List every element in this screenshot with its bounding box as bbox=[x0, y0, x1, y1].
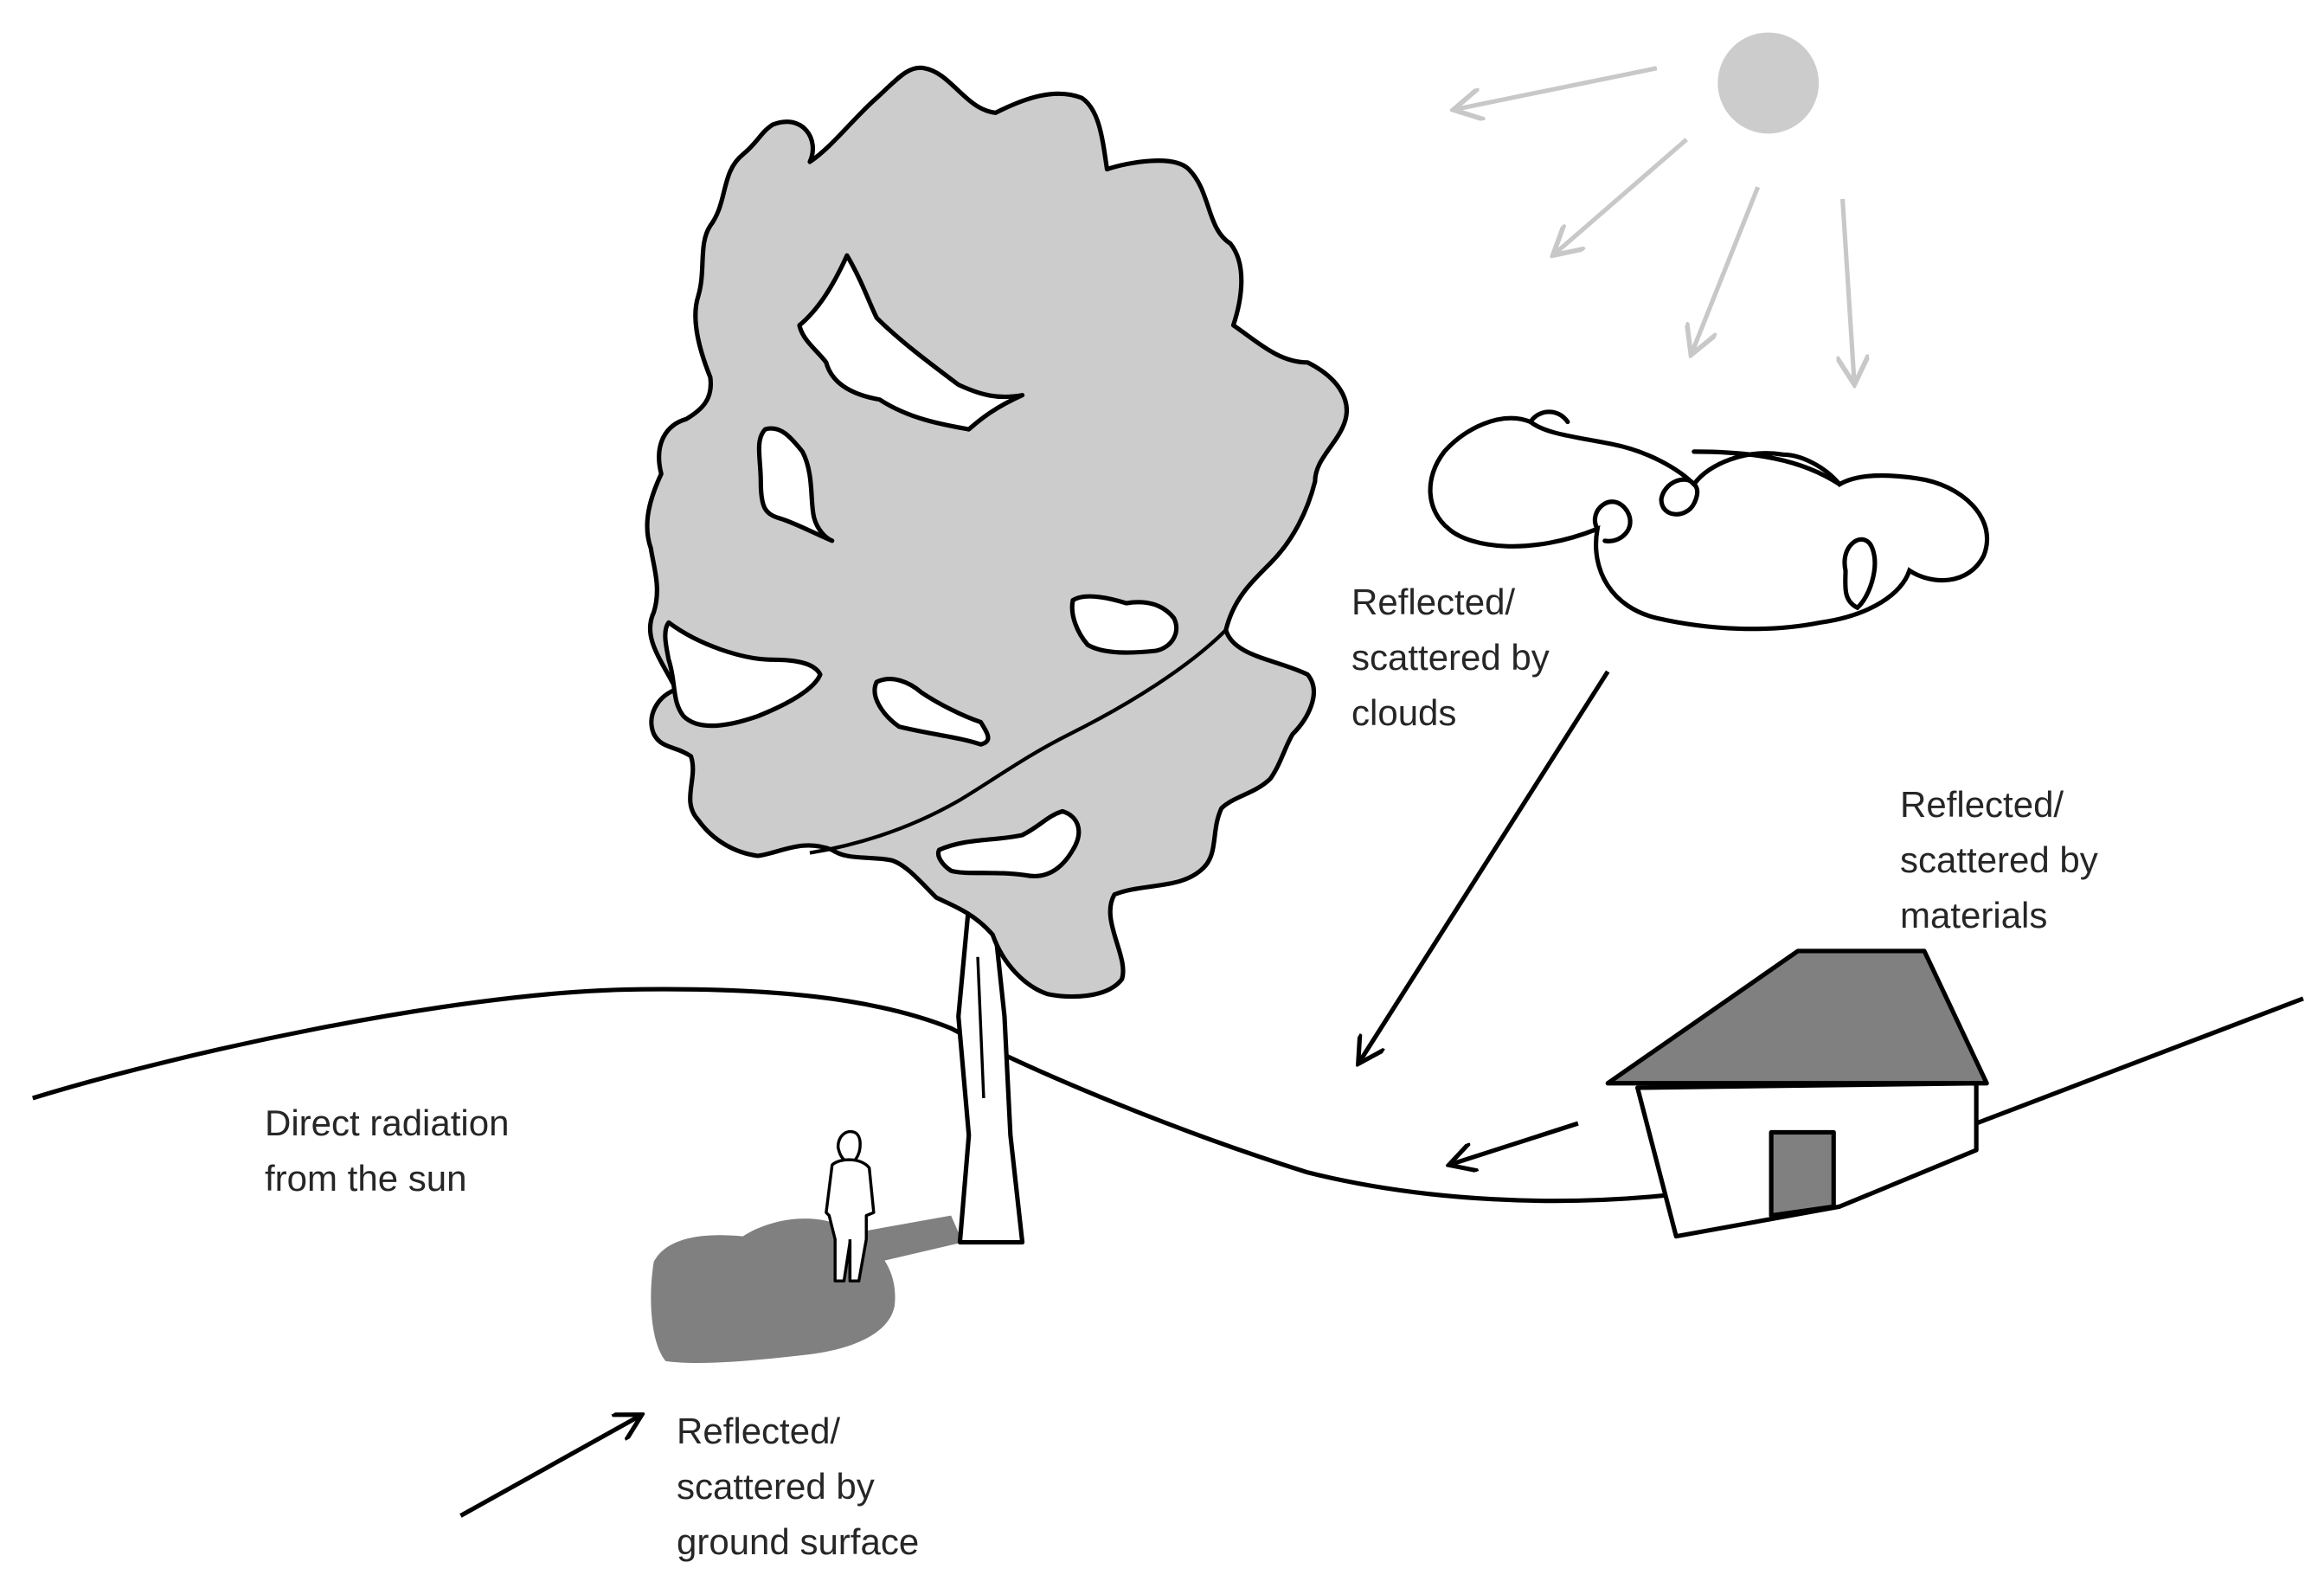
sun-ray-2 bbox=[1553, 138, 1688, 255]
label-direct-radiation: Direct radiation from the sun bbox=[265, 1102, 510, 1199]
sun bbox=[1717, 32, 1820, 134]
canopy-inner-line bbox=[809, 628, 1228, 855]
terrain-line bbox=[32, 987, 1672, 1204]
sun-ray-4 bbox=[1843, 198, 1855, 385]
canopy-gap-3 bbox=[1069, 594, 1179, 655]
house-door bbox=[1769, 1129, 1836, 1218]
tree-shadow-strip bbox=[835, 1215, 963, 1263]
sun-ray-1 bbox=[1454, 66, 1658, 110]
canopy-gap-1 bbox=[797, 253, 1025, 432]
person-figure bbox=[825, 1129, 876, 1282]
sun-ray-3 bbox=[1691, 186, 1761, 355]
label-ground-surface: Reflected/ scattered by ground surface bbox=[677, 1411, 920, 1562]
hill-slope-line bbox=[1975, 996, 2304, 1126]
house-roof bbox=[1605, 948, 1989, 1086]
label-clouds: Reflected/ scattered by clouds bbox=[1351, 582, 1550, 733]
arrow-from-materials bbox=[1448, 1121, 1579, 1165]
tree-trunk-inner-line bbox=[976, 956, 985, 1099]
canopy-gap-6 bbox=[935, 808, 1082, 878]
label-materials: Reflected/ scattered by materials bbox=[1900, 784, 2098, 935]
cloud bbox=[1428, 409, 1990, 632]
arrow-from-ground bbox=[459, 1415, 642, 1518]
sun-rays bbox=[1454, 66, 1855, 385]
canopy-gap-2 bbox=[756, 426, 835, 543]
canopy-gap-4 bbox=[663, 620, 823, 729]
canopy-gap-5 bbox=[872, 677, 991, 747]
arrow-from-clouds bbox=[1358, 670, 1610, 1064]
house bbox=[1605, 948, 1989, 1239]
